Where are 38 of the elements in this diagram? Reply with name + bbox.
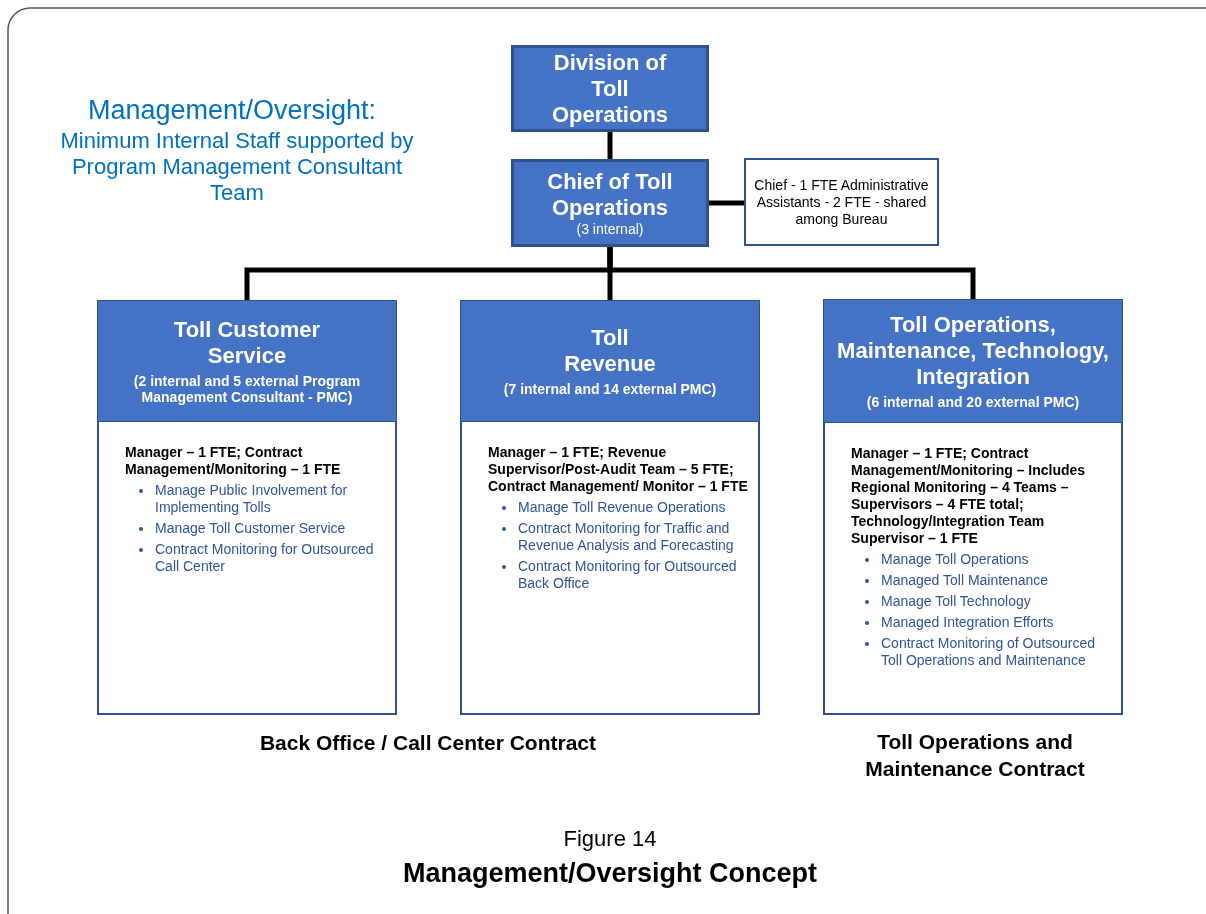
heading: Management/Oversight: <box>86 94 378 126</box>
box-title: Chief of Toll Operations <box>546 169 674 221</box>
card-title: Toll Customer Service <box>172 317 322 369</box>
staffing-note: Manager – 1 FTE; Contract Management/Monitoring – 1 FTE <box>125 444 342 478</box>
org-card <box>460 300 760 715</box>
bullet-item: Manage Public Involvement for Implementing Tolls <box>155 482 349 516</box>
figure-number: Figure 14 <box>562 825 658 853</box>
contract-label: Toll Operations and Maintenance Contract <box>864 729 1086 782</box>
bullet-item: Contract Monitoring of Outsourced Toll Operations and Maintenance <box>881 635 1096 669</box>
bullet-item: Contract Monitoring for Outsourced Back Office <box>518 558 738 592</box>
staffing-note: Manager – 1 FTE; Contract Management/Monitoring – Includes Regional Monitoring – 4 Teams – Supervisors – 4 FTE total; Technology/Integration Team Supervisor – 1 FTE <box>851 445 1087 547</box>
staff-count: (6 internal and 20 external PMC) <box>865 394 1081 410</box>
bullet-item: Manage Toll Operations <box>881 551 1029 568</box>
staffing-note: Manager – 1 FTE; Revenue Supervisor/Post-Audit Team – 5 FTE; Contract Management/ Monitor – 1 FTE <box>488 444 748 495</box>
card-title: Toll Revenue <box>563 325 657 377</box>
box-title: Division of Toll Operations <box>550 49 670 128</box>
staff-count: (3 internal) <box>576 221 644 237</box>
org-box <box>511 159 709 247</box>
connector-line <box>607 132 613 159</box>
bullet-item: Contract Monitoring for Traffic and Revenue Analysis and Forecasting <box>518 520 735 554</box>
card-title: Toll Operations, Maintenance, Technology, Integration <box>836 312 1110 390</box>
staff-count: (2 internal and 5 external Program Management Consultant - PMC) <box>132 373 362 405</box>
org-box <box>511 45 709 132</box>
bullet-item: Managed Toll Maintenance <box>881 572 1049 589</box>
bullet-item: Managed Integration Efforts <box>881 614 1054 631</box>
bullet-item: Manage Toll Revenue Operations <box>518 499 726 516</box>
figure-caption: Management/Oversight Concept <box>401 857 819 889</box>
bullet-item: Manage Toll Technology <box>881 593 1031 610</box>
connector-line <box>607 247 976 299</box>
bullet-item: Contract Monitoring for Outsourced Call Center <box>155 541 375 575</box>
subheading: Minimum Internal Staff supported by Program Management Consultant Team <box>59 128 415 206</box>
connector-line <box>709 200 744 206</box>
contract-label: Back Office / Call Center Contract <box>258 730 598 756</box>
bullet-item: Manage Toll Customer Service <box>155 520 346 537</box>
note-box: Chief - 1 FTE Administrative Assistants - 2 FTE - shared among Bureau <box>744 158 939 246</box>
org-card <box>97 300 397 715</box>
staff-count: (7 internal and 14 external PMC) <box>502 381 718 397</box>
org-card <box>823 299 1123 715</box>
